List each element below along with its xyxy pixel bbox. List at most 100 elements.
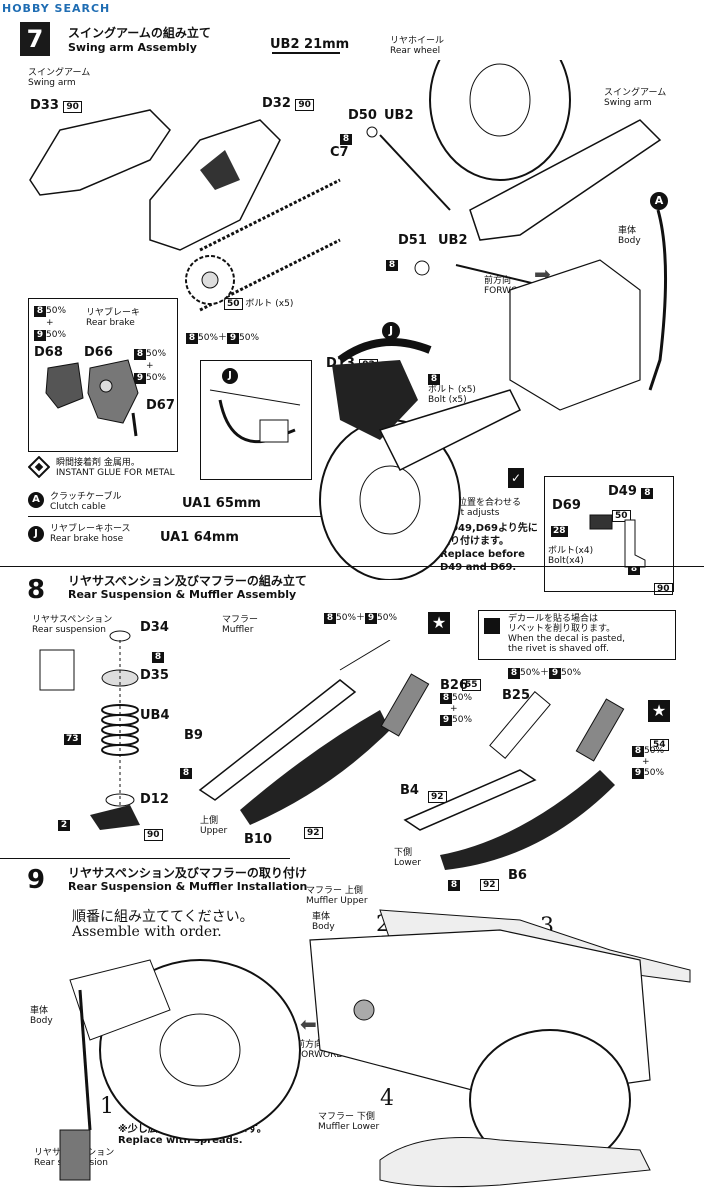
rear-brake-drawing	[45, 359, 139, 437]
marker-j-icon: J	[382, 322, 400, 340]
marker-a-legend-icon: A	[28, 492, 44, 508]
glue-icon	[28, 456, 50, 478]
paint-55: 55	[462, 672, 481, 691]
muffler-b4-b6-drawing	[403, 691, 625, 870]
d69-d49-inset	[544, 476, 674, 592]
paint-92-b4: 92	[428, 784, 447, 803]
part-d69: D69	[552, 498, 581, 513]
part-ub2-b: UB2	[438, 233, 468, 248]
part-d66: D66	[84, 345, 113, 360]
part-c7: C7	[330, 145, 349, 160]
paint-d51: 8	[386, 252, 398, 271]
ub2-rod	[272, 52, 340, 54]
replace-note: ※D49,D69より先に 取り付けます。 Replace before D49 …	[440, 523, 538, 573]
order-4: 4	[380, 1086, 394, 1111]
marker-a-icon: A	[650, 192, 668, 210]
part-d32: D32 90	[262, 96, 314, 111]
step-9-number: 9	[26, 865, 46, 895]
glue-note: 瞬間接着剤 金属用。INSTANT GLUE FOR METAL	[56, 458, 175, 478]
order-note-jp: 順番に組み立ててください。	[72, 909, 254, 925]
paint-73: 73	[64, 734, 81, 745]
decal-note: デカールを貼る場合は リベットを削り取ります。 When the decal i…	[508, 614, 626, 654]
brake-hose-inset	[200, 360, 312, 480]
part-ub4: UB4	[140, 708, 170, 723]
marker-j-inset-icon: J	[222, 368, 238, 384]
paint-8-d49: 8	[628, 556, 640, 575]
part-d12: D12	[140, 792, 169, 807]
brake-hose-inset-drawing	[209, 389, 301, 444]
brake-hose-length: UA1 64mm	[160, 530, 239, 545]
decal-icon	[484, 618, 500, 634]
part-b6: B6	[508, 868, 527, 883]
step-8-title-jp: リヤサスペンション及びマフラーの組み立て	[68, 574, 307, 588]
part-b10: B10	[244, 832, 272, 847]
paint-92-b6: 92	[480, 872, 499, 891]
step-9-drawing	[59, 909, 691, 1188]
step-7-drawing	[29, 60, 668, 580]
part-b9: B9	[184, 728, 203, 743]
step-7-title-en: Swing arm Assembly	[68, 41, 197, 54]
paint-92-b10: 92	[304, 820, 323, 839]
paint-90-d49: 90	[654, 576, 673, 595]
watermark: HOBBY SEARCH	[2, 2, 111, 15]
paint-90-d12: 90	[144, 822, 163, 841]
part-d68: D68	[34, 345, 63, 360]
part-b25: B25	[502, 688, 530, 703]
marker-j-legend-icon: J	[28, 526, 44, 542]
paint-b9: 8	[180, 760, 192, 779]
divider-8-9	[0, 858, 290, 859]
part-d49: D49 8	[608, 484, 654, 499]
clutch-cable-length: UA1 65mm	[182, 496, 261, 511]
legend-divider	[28, 516, 328, 517]
part-d51: D51	[398, 233, 427, 248]
rear-brake-panel	[28, 298, 178, 452]
part-b26: B26	[440, 678, 468, 693]
paint-28: 28	[551, 526, 568, 537]
paint-8-b6: 8	[448, 872, 460, 891]
step-7-number: 7	[20, 22, 50, 56]
divider-7-8	[0, 566, 704, 567]
order-1: 1	[100, 1094, 114, 1119]
part-d67: D67	[146, 398, 175, 413]
part-d34: D34	[140, 620, 169, 635]
adjust-icon: ✓	[508, 468, 524, 488]
part-d50: D50	[348, 108, 377, 123]
part-d33: D33 90	[30, 98, 82, 113]
ub2-length: UB2 21mm	[270, 37, 350, 52]
muffler-lower-label: マフラー 下側 Muffler Lower	[318, 1112, 380, 1132]
paint-d50: 8	[340, 126, 352, 145]
bolt-x4-label: ボルト(x4)Bolt(x4)	[548, 546, 594, 566]
step-9-title-en: Rear Suspension & Muffler Installation	[68, 880, 308, 893]
step-8-number: 8	[26, 575, 46, 605]
muffler-b9-b10-drawing	[198, 640, 430, 825]
bolt-x5-b-label: 8 ボルト (x5) Bolt (x5)	[428, 374, 476, 405]
paint-d34: 8	[152, 644, 164, 663]
muffler-upper-label: マフラー 上側 Muffler Upper	[306, 886, 368, 906]
star-icon-2: ★	[648, 700, 670, 722]
step-7-title-jp: スイングアームの組み立て	[68, 26, 211, 40]
bolt-x5-label: 50 ボルト (x5)	[224, 298, 293, 310]
forward-arrow-icon-9: ⬅	[300, 1012, 317, 1036]
paint-2: 2	[58, 812, 70, 831]
step-9-title-jp: リヤサスペンション及びマフラーの取り付け	[68, 866, 307, 880]
d69-drawing	[589, 514, 646, 568]
